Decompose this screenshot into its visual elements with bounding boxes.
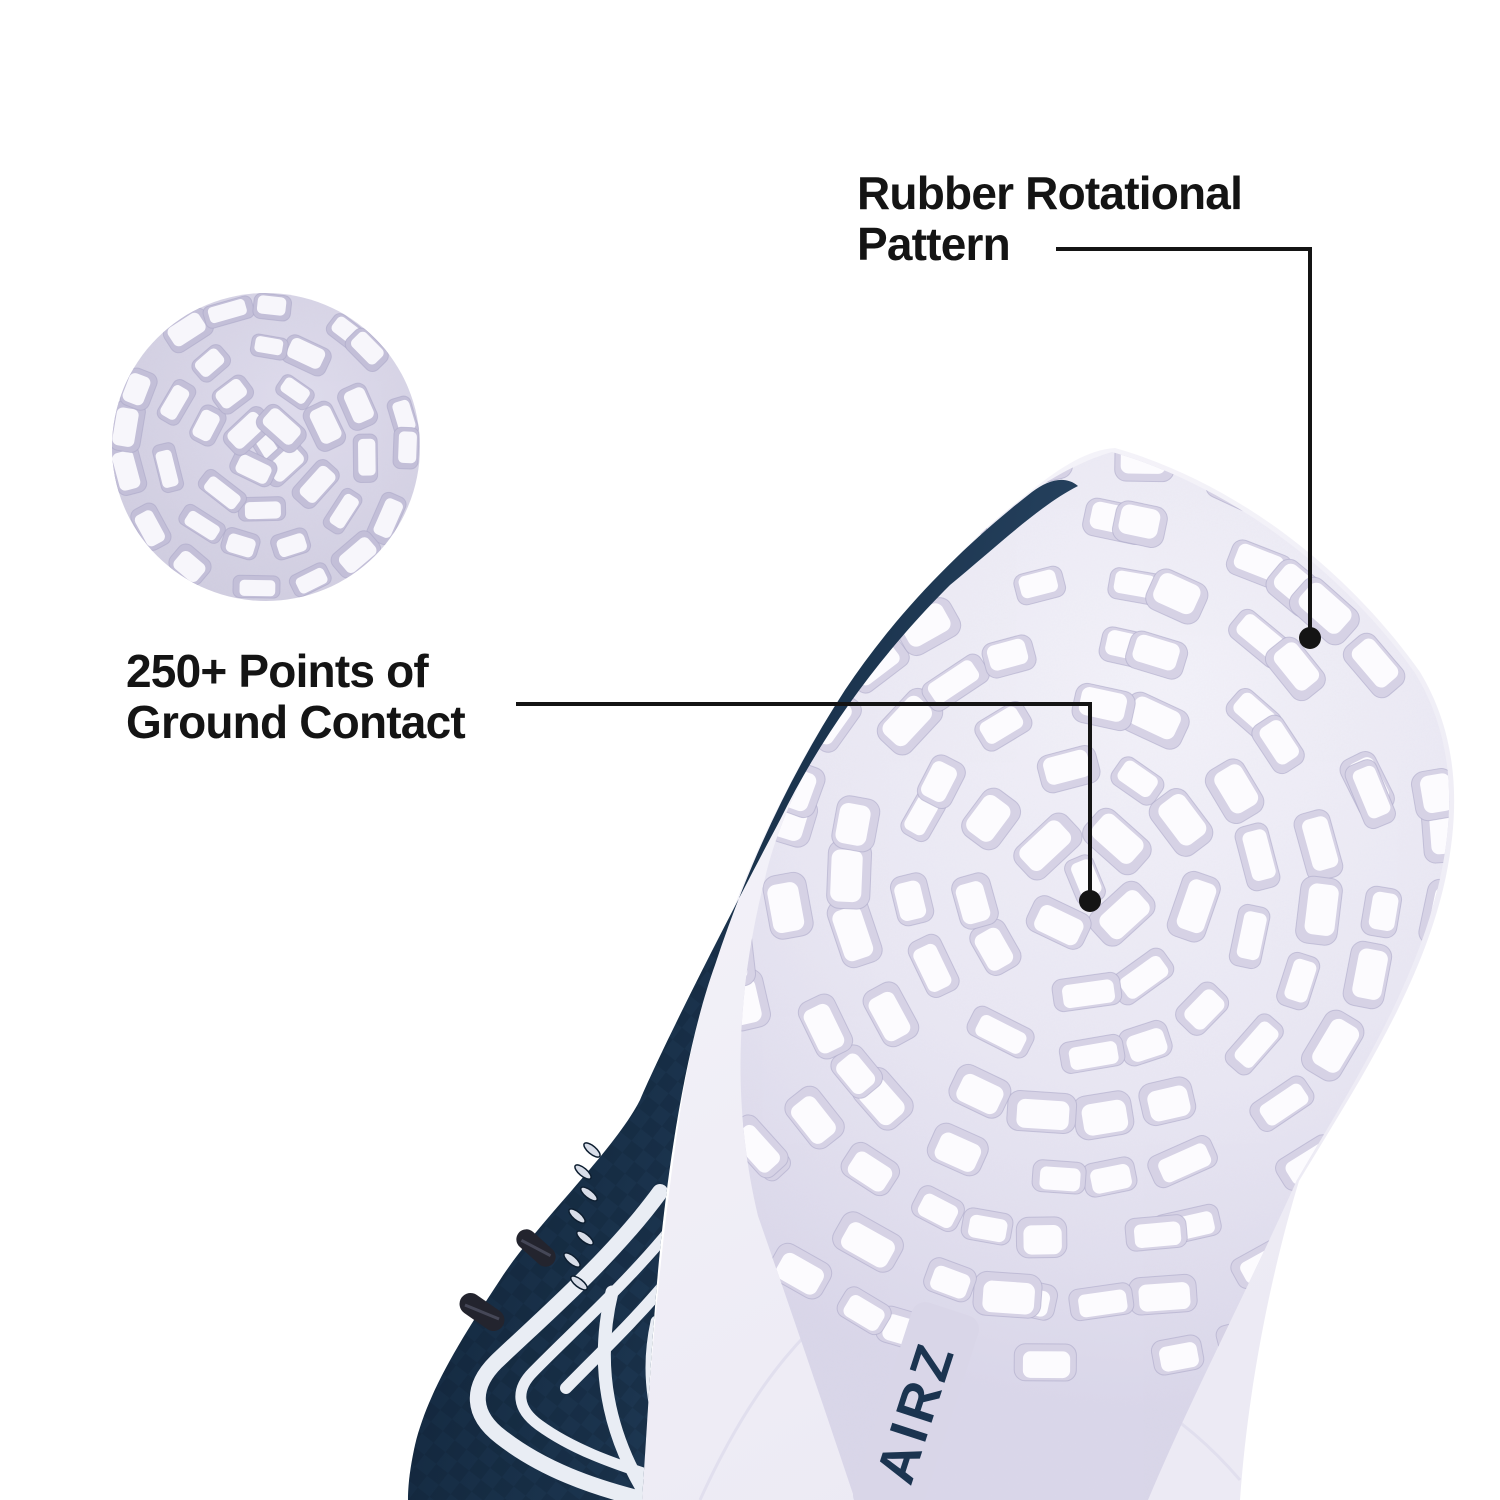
tread-detail-inset (112, 293, 420, 601)
rotational-pattern-label: Rubber Rotational Pattern (857, 167, 1243, 270)
callout-leaders (516, 247, 1312, 893)
rotational-pattern-label-line2: Pattern (857, 218, 1011, 270)
lace-tips (459, 1229, 556, 1332)
contact-callout-dot (1079, 890, 1101, 912)
rotational-callout-line (1056, 247, 1312, 630)
inset-stud-pattern (112, 293, 420, 599)
shoe: AIRZ (408, 448, 1455, 1500)
outsole-rotational-stud-pattern (740, 452, 1450, 1382)
contact-callout-line (516, 702, 1092, 893)
rotational-pattern-label-line1: Rubber Rotational (857, 167, 1243, 219)
brand-plate (852, 1302, 980, 1500)
rotational-callout-dot (1299, 627, 1321, 649)
ground-contact-label: 250+ Points of Ground Contact (126, 645, 466, 748)
ground-contact-label-line2: Ground Contact (126, 696, 466, 748)
lace-eyelets (563, 1142, 601, 1291)
ground-contact-label-line1: 250+ Points of (126, 645, 429, 697)
